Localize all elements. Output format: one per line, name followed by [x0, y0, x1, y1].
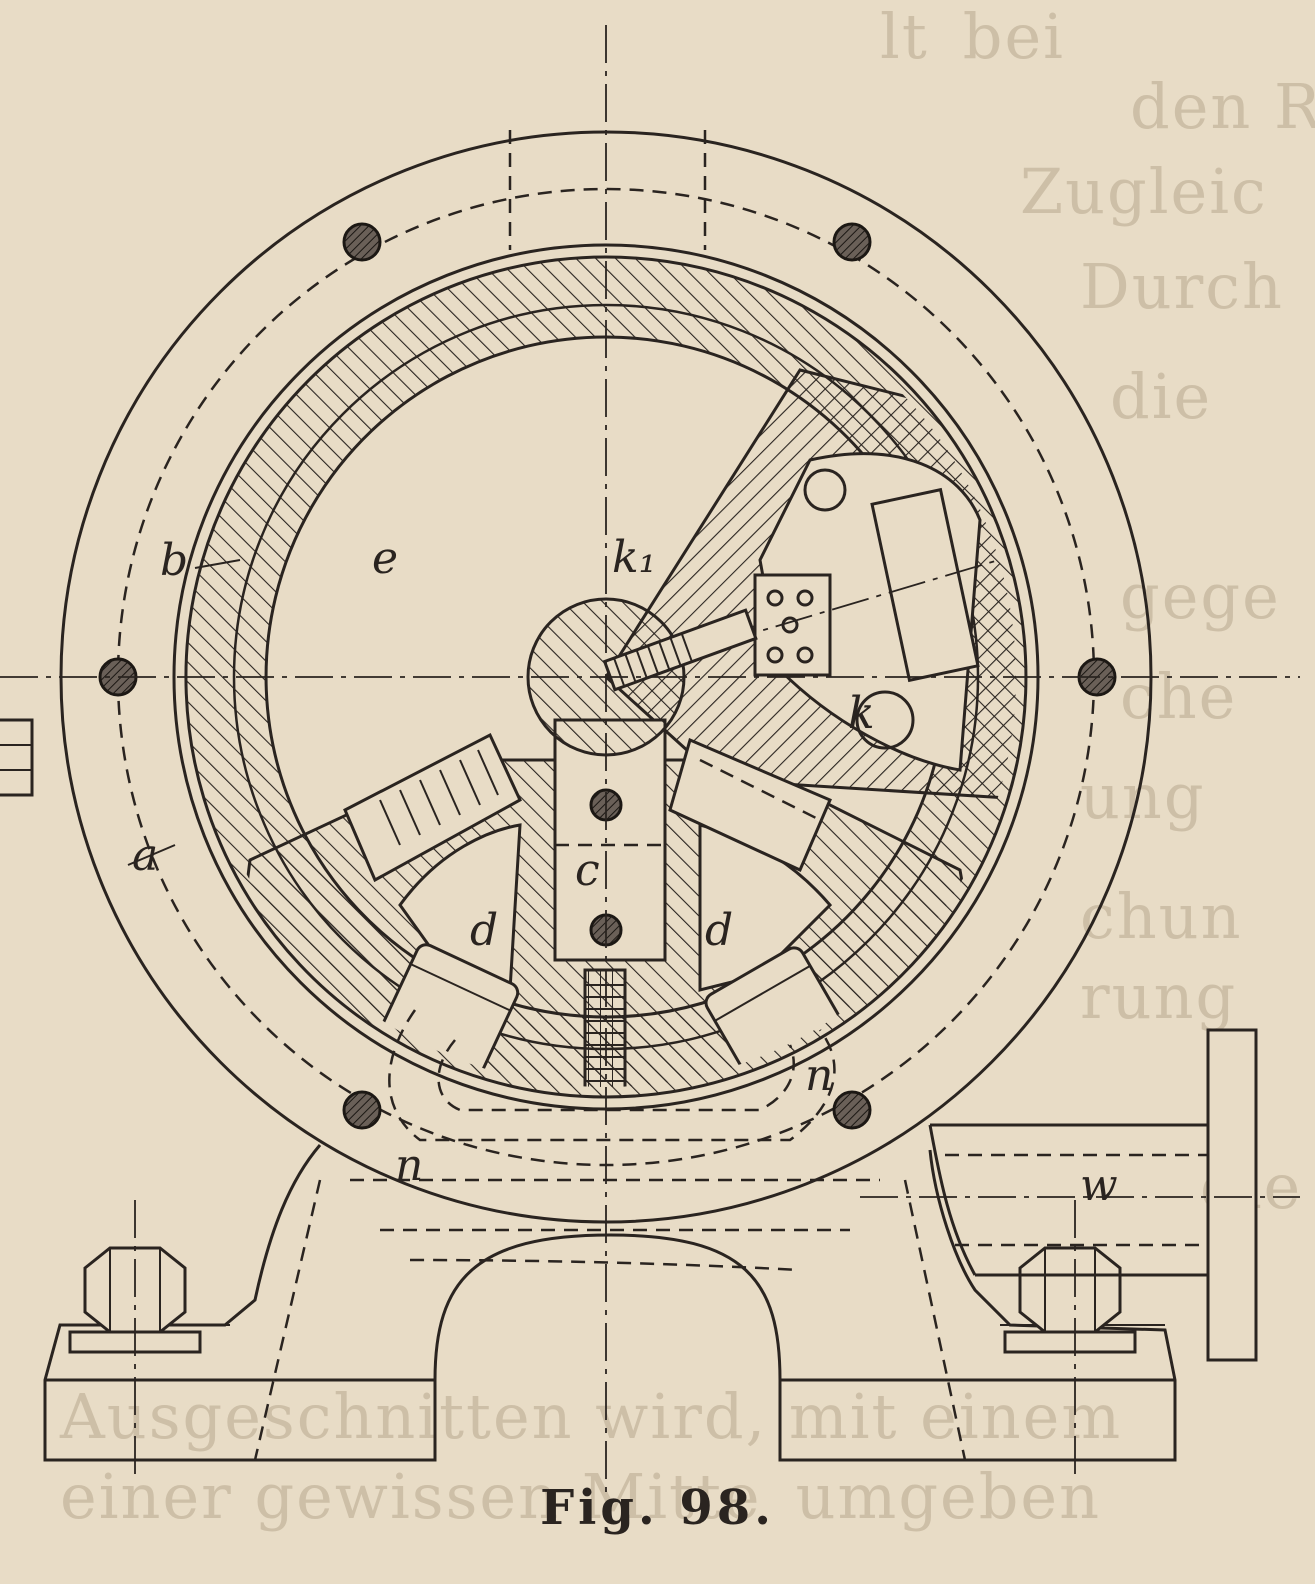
bolt-top-left	[342, 222, 382, 262]
label-c: c	[575, 845, 600, 896]
part-labels: b e k₁ k a c d d n n w	[127, 532, 1118, 1211]
label-k: k	[848, 688, 875, 739]
label-d-right: d	[705, 905, 733, 956]
flange-bolts	[98, 222, 1117, 1130]
steam-channels	[388, 1009, 836, 1142]
label-e: e	[372, 533, 398, 584]
valve-sector	[604, 368, 1016, 802]
right-foot-nut	[1003, 1200, 1137, 1480]
figure-caption: Fig. 98.	[540, 1480, 775, 1536]
label-d-left: d	[470, 905, 498, 956]
label-n-left: n	[395, 1140, 423, 1191]
label-w: w	[1080, 1160, 1118, 1211]
side-nut	[0, 718, 34, 797]
exhaust-pipe	[860, 1028, 1300, 1362]
centerlines	[0, 25, 1300, 1500]
label-a: a	[132, 830, 158, 881]
label-b: b	[160, 535, 188, 586]
left-foot-nut	[68, 1200, 202, 1480]
label-k1: k₁	[612, 532, 656, 583]
bolt-bottom-right	[832, 1090, 872, 1130]
label-n-right: n	[805, 1050, 833, 1101]
bolt-bottom-left	[342, 1090, 382, 1130]
bolt-top-right	[832, 222, 872, 262]
base-foot	[43, 1144, 1177, 1462]
lower-block	[218, 732, 1002, 1087]
